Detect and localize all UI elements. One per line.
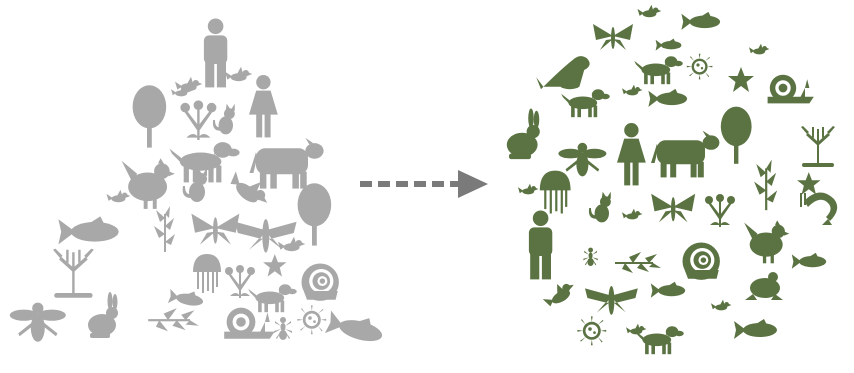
arrow-head: [458, 170, 488, 198]
transition-arrow: [358, 168, 490, 200]
